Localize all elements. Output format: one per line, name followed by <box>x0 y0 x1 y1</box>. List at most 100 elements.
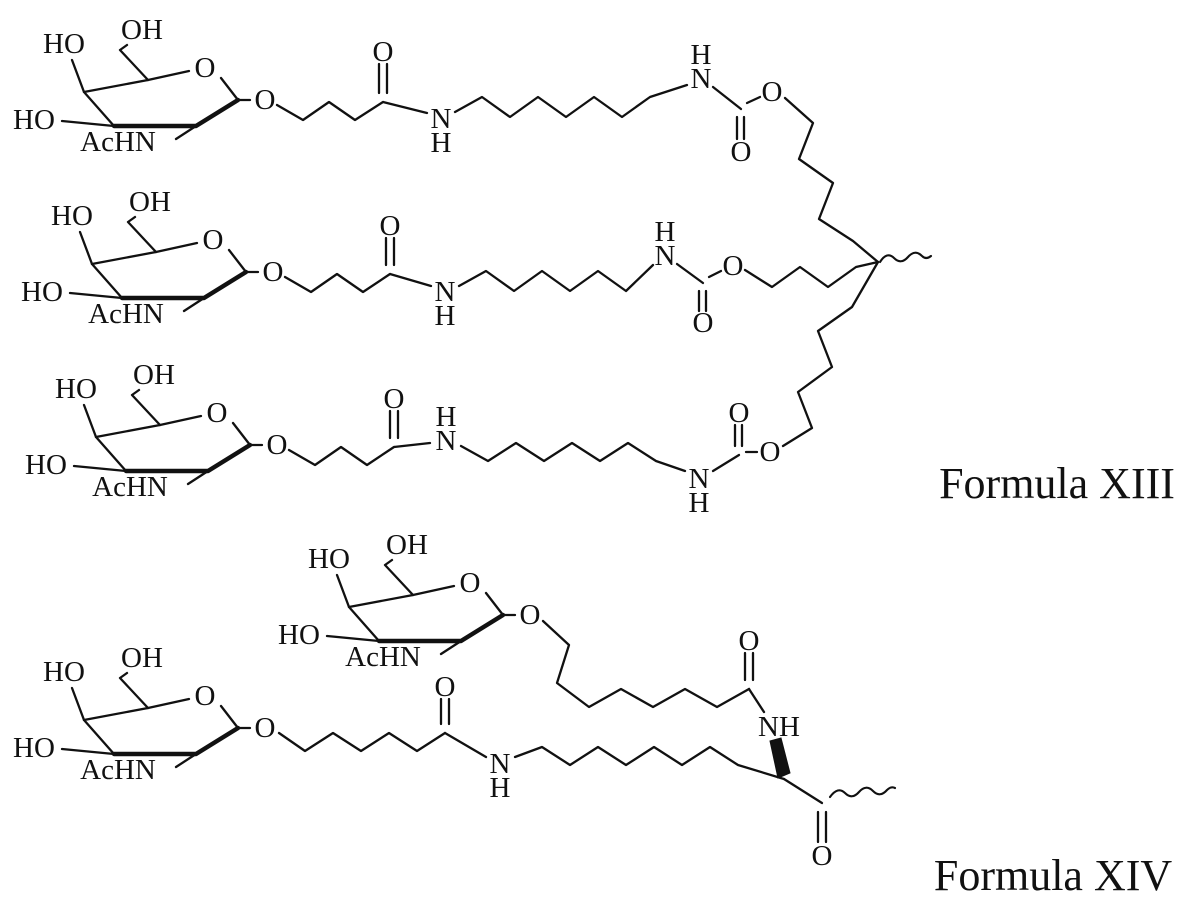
amide-hydrogen-label: H <box>436 401 457 433</box>
lysine-core: O <box>769 737 897 872</box>
carbonyl-oxygen-label: O <box>739 625 760 657</box>
ring-oxygen-label: O <box>195 680 216 712</box>
carbonyl-double-bond <box>384 236 396 267</box>
ring-bond <box>82 69 240 128</box>
carbamate-carbonyl-oxygen-label: O <box>731 136 752 168</box>
chain-bond <box>277 731 488 759</box>
ring-front-bond <box>123 442 253 474</box>
c3-ho-label: HO <box>13 104 55 136</box>
branch-arm-bond <box>783 96 880 264</box>
achn-label: AcHN <box>92 471 168 503</box>
amide-hydrogen-label: H <box>435 300 456 332</box>
c3-ho-label: HO <box>278 619 320 651</box>
galnac-sugar-unit-1: OH HO HO AcHN O O <box>13 14 275 158</box>
glycosidic-oxygen-label: O <box>267 429 288 461</box>
achn-label: AcHN <box>80 126 156 158</box>
galnac-sugar-unit-4: OH HO HO AcHN O O <box>278 529 540 673</box>
carbamate-ester-oxygen-label: O <box>723 250 744 282</box>
carbonyl-oxygen-label: O <box>373 36 394 68</box>
chain-bond <box>283 272 433 294</box>
branch-arm-bond <box>743 260 880 289</box>
attachment-wavy-bond <box>878 251 933 264</box>
carbamate-ester-oxygen-label: O <box>760 436 781 468</box>
c4-ho-label: HO <box>43 28 85 60</box>
substituent-bond <box>60 43 252 141</box>
carbamate-nitrogen-label: N <box>689 463 710 495</box>
amide-nitrogen-label: N <box>435 276 456 308</box>
glycosidic-oxygen-label: O <box>520 599 541 631</box>
hydroxymethyl-oh-label: OH <box>129 186 171 218</box>
carbonyl-oxygen-label: O <box>380 210 401 242</box>
hexyl-chain-bond <box>459 441 687 473</box>
carbamate-carbonyl-oxygen-label: O <box>693 307 714 339</box>
carbonyl-oxygen-label: O <box>384 383 405 415</box>
ring-oxygen-label: O <box>207 397 228 429</box>
ring-front-bond <box>119 269 249 301</box>
formula-xiv-structure: OH HO HO AcHN O O OH HO HO AcHN O O O NH <box>13 529 1172 898</box>
attachment-wavy-bond <box>828 786 897 799</box>
carbamate-nitrogen-label: N <box>691 63 712 95</box>
carbamate-bond <box>711 85 762 111</box>
linker-chain-5: O N H <box>277 671 786 804</box>
c4-ho-label: HO <box>308 543 350 575</box>
substituent-bond <box>325 558 517 656</box>
ring-front-bond <box>376 612 506 644</box>
hydroxymethyl-oh-label: OH <box>133 359 175 391</box>
ring-oxygen-label: O <box>203 224 224 256</box>
achn-label: AcHN <box>345 641 421 673</box>
ring-bond <box>90 241 248 300</box>
linker-chain-4: O NH <box>541 619 800 743</box>
amide-nitrogen-label: N <box>436 425 457 457</box>
achn-label: AcHN <box>88 298 164 330</box>
carbamate-carbonyl-oxygen-label: O <box>729 397 750 429</box>
substituent-bond <box>68 215 260 313</box>
c3-ho-label: HO <box>13 732 55 764</box>
c3-ho-label: HO <box>21 276 63 308</box>
carbamate-double-bond <box>697 289 708 313</box>
chain-bond <box>541 619 751 709</box>
carbonyl-double-bond <box>743 651 755 682</box>
carbamate-double-bond <box>735 115 746 141</box>
carbonyl-oxygen-label: O <box>435 671 456 703</box>
terminal-carbonyl-double-bond <box>816 810 828 844</box>
glycosidic-oxygen-label: O <box>255 712 276 744</box>
carbamate-bond <box>711 450 759 473</box>
carbamate-ester-oxygen-label: O <box>762 76 783 108</box>
chain-bond <box>275 100 429 122</box>
carbamate-nitrogen-label: N <box>655 240 676 272</box>
carbamate-nh-hydrogen-label: H <box>691 39 712 71</box>
substituent-bond <box>60 671 252 769</box>
alpha-amide-nh-label: NH <box>758 711 800 743</box>
ring-bond <box>94 414 252 473</box>
linker-chain-3: O N H N H O O <box>287 260 880 519</box>
carbonyl-double-bond <box>439 697 451 726</box>
carbamate-nh-hydrogen-label: H <box>655 216 676 248</box>
terminal-carbonyl-oxygen-label: O <box>812 840 833 872</box>
carbonyl-double-bond <box>388 409 400 440</box>
carbamate-bond <box>675 262 723 285</box>
hydroxymethyl-oh-label: OH <box>121 642 163 674</box>
carbamate-nh-hydrogen-label: H <box>689 487 710 519</box>
galnac-sugar-unit-5: OH HO HO AcHN O O <box>13 642 275 786</box>
achn-label: AcHN <box>80 754 156 786</box>
hydroxymethyl-oh-label: OH <box>121 14 163 46</box>
amide-hydrogen-label: H <box>431 127 452 159</box>
c4-ho-label: HO <box>51 200 93 232</box>
formula-xiv-label: Formula XIV <box>934 851 1173 898</box>
carbonyl-double-bond <box>377 62 389 95</box>
ring-oxygen-label: O <box>460 567 481 599</box>
glycosidic-oxygen-label: O <box>263 256 284 288</box>
alpha-carbonyl-bond <box>782 777 824 805</box>
ring-bond <box>82 697 240 756</box>
linker-chain-2: O N H N H O O <box>283 210 880 339</box>
branch-arm-bond <box>781 260 880 448</box>
amide-bond <box>747 687 766 714</box>
amide-hydrogen-label: H <box>490 772 511 804</box>
c4-ho-label: HO <box>55 373 97 405</box>
hexyl-chain-bond <box>453 83 689 119</box>
amide-nitrogen-label: N <box>431 103 452 135</box>
hydroxymethyl-oh-label: OH <box>386 529 428 561</box>
linker-chain-1: O N H N H O O <box>275 36 880 264</box>
